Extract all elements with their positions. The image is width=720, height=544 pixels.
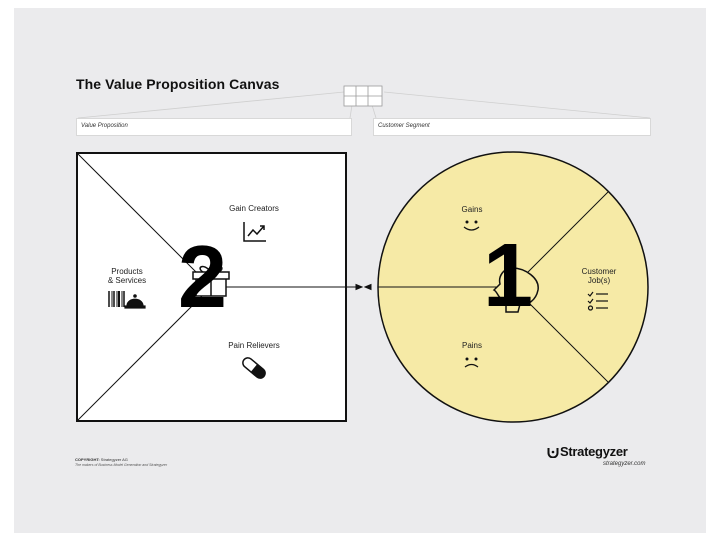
value-proposition-number: 2 [178,227,227,326]
gift-icon [192,265,230,297]
jobs-label: Job(s) [587,276,611,285]
thumbnail-guide-lines [77,91,651,119]
copyright-holder: Strategyzer AG [100,457,128,462]
makers-text: The makers of Business Model Generation … [75,463,168,467]
service-bell-icon [124,294,146,309]
customer-label: Customer [581,267,617,276]
customer-segment-label[interactable]: Customer Segment [373,118,651,136]
value-proposition-label[interactable]: Value Proposition [76,118,352,136]
barcode-icon [108,291,125,307]
products-services-label: Products & Services [97,267,157,285]
canvas-thumbnail [343,85,383,107]
gain-creators-label: Gain Creators [229,204,279,213]
services-label: & Services [107,276,147,285]
customer-segment-number: 1 [483,226,534,326]
brand-url[interactable]: strategyzer.com [603,461,646,467]
pains-label: Pains [461,341,482,350]
customer-jobs-label: Customer Job(s) [572,267,626,285]
face-profile-icon [492,267,539,313]
frown-icon [464,357,479,368]
copyright-label: COPYRIGHT: [75,457,100,462]
brand-name[interactable]: Strategyzer [560,444,628,459]
page-title: The Value Proposition Canvas [76,76,280,92]
copyright-line: COPYRIGHT: Strategyzer AG [75,457,128,462]
smiley-icon [463,220,480,231]
gains-label: Gains [461,205,483,214]
chart-up-icon [243,222,266,242]
fit-arrows [211,283,372,291]
pill-icon [242,357,266,379]
products-label: Products [111,267,143,276]
strategyzer-logo-icon [547,448,559,458]
pain-relievers-label: Pain Relievers [228,341,280,350]
checklist-icon [587,291,608,311]
